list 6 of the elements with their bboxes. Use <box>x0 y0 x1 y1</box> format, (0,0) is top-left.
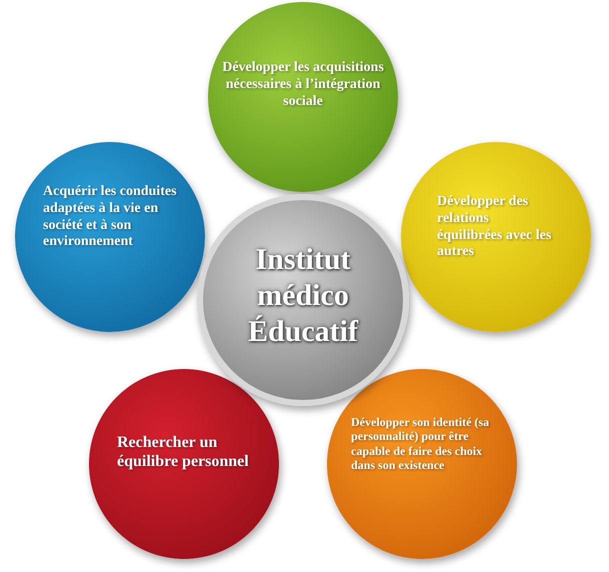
center-title: Institut médico Éducatif <box>246 242 360 350</box>
goal-text: Développer son identité (sa personnalité) pour être capable de faire des choix dans son existence <box>351 415 490 473</box>
goal-text: Développer les acquisitions nécessaires à l’intégration sociale <box>222 60 384 110</box>
goal-text: Rechercher un équilibre personnel <box>117 433 250 472</box>
goal-text: Développer des relations équilibrées avec les autres <box>437 194 552 262</box>
goal-text: Acquérir les conduites adaptées à la vie en société et à son environnement <box>43 184 178 252</box>
